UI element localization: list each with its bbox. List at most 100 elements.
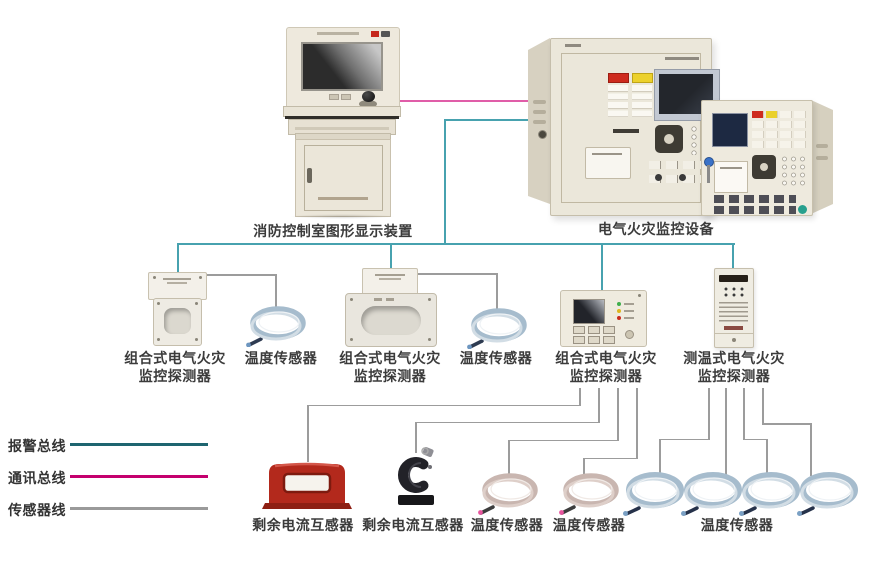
legend-row-sensor-line: 传感器线 xyxy=(0,500,220,518)
brand-logo xyxy=(613,129,639,133)
temperature-sensor-cable xyxy=(795,470,859,516)
cable-hole xyxy=(361,306,421,335)
vent-slot xyxy=(533,100,546,104)
vent-slot xyxy=(816,156,828,160)
console-desk-groove xyxy=(285,116,399,119)
sensor-wire xyxy=(496,273,498,314)
coil-icon xyxy=(623,472,684,516)
combined-detector-3 xyxy=(560,290,647,347)
console-label: 消防控制室图形显示装置 xyxy=(253,223,413,239)
temperature-sensor-cable xyxy=(466,307,528,350)
nav-pad-center xyxy=(664,134,674,144)
temperature-sensor-cable xyxy=(737,470,801,516)
sensor-label: 温度传感器 xyxy=(700,517,774,533)
printer-module xyxy=(714,161,748,193)
residual-current-transformer-red xyxy=(261,459,353,511)
electrical-fire-monitor-panel-secondary xyxy=(701,96,835,218)
sensor-wire xyxy=(508,439,618,441)
legend-label: 传感器线 xyxy=(8,502,66,518)
sensor-wire xyxy=(598,388,600,423)
spec-text-block xyxy=(719,302,748,323)
fire-indicator xyxy=(752,111,763,118)
panel-side-face xyxy=(528,38,550,204)
electrical-fire-monitor-panel-main xyxy=(528,38,720,218)
led-label-bar xyxy=(624,310,634,312)
screw xyxy=(199,276,202,279)
combined-detector-2 xyxy=(345,268,437,347)
panel-lcd-screen xyxy=(712,113,748,147)
screw xyxy=(638,294,641,297)
detector-label: 组合式电气火灾 监控探测器 xyxy=(124,350,226,384)
function-button-row xyxy=(649,161,719,169)
sensor-wire xyxy=(205,274,277,276)
screw xyxy=(350,298,353,301)
printer-module xyxy=(585,147,631,179)
coil-icon xyxy=(797,472,858,516)
console-shadow xyxy=(289,214,395,219)
screw xyxy=(350,338,353,341)
alarm-bus-drop xyxy=(390,243,392,274)
sensor-wire xyxy=(415,421,599,423)
label-text-bar xyxy=(163,278,191,280)
legend-row-comm-bus: 通讯总线 xyxy=(0,468,220,486)
led-yellow xyxy=(617,309,621,313)
detector-label: 组合式电气火灾 监控探测器 xyxy=(555,350,657,384)
printer-slot xyxy=(592,153,622,155)
terminal-slot xyxy=(719,275,748,282)
thermal-detector xyxy=(714,268,754,348)
sensor-wire xyxy=(508,440,510,474)
console-monitor xyxy=(286,27,400,109)
red-transformer-icon xyxy=(262,462,352,509)
sensor-wire xyxy=(810,423,812,476)
sensor-wire xyxy=(579,388,581,406)
console-title-text xyxy=(317,32,359,35)
door-handle xyxy=(307,168,312,183)
detector-button xyxy=(603,326,615,334)
fault-indicator xyxy=(766,111,777,118)
monitor-equipment-label: 电气火灾监控设备 xyxy=(598,221,714,237)
detector-terminal-box xyxy=(148,272,207,300)
temperature-sensor-cable xyxy=(477,471,539,515)
sensor-wire xyxy=(307,405,309,462)
detector-button xyxy=(603,336,615,344)
screw xyxy=(195,302,198,305)
fault-indicator xyxy=(632,73,653,83)
console-screen xyxy=(301,42,383,91)
sensor-wire xyxy=(415,422,417,453)
led-label-bar xyxy=(624,317,634,319)
sensor-wire xyxy=(766,439,768,476)
detector-label: 测温式电气火灾 监控探测器 xyxy=(683,350,785,384)
alarm-bus-drop xyxy=(601,243,603,292)
cabinet-brand-text xyxy=(318,197,368,200)
knob-button xyxy=(655,174,662,181)
key-shaft xyxy=(707,165,710,183)
sensor-wire xyxy=(762,388,764,424)
sensor-wire xyxy=(659,439,661,476)
temperature-sensor-cable xyxy=(621,470,685,516)
label-text-bar xyxy=(379,278,401,280)
sensor-wire xyxy=(725,388,727,477)
confirm-button xyxy=(798,205,807,214)
label-text-bar xyxy=(374,298,382,301)
led-red xyxy=(617,316,621,320)
indicator-column xyxy=(608,85,628,119)
screw xyxy=(428,338,431,341)
vent-slot xyxy=(533,120,546,124)
nav-pad xyxy=(655,125,683,153)
tray-slot xyxy=(295,127,389,130)
brand-logo xyxy=(724,326,743,330)
coil-icon xyxy=(739,472,800,516)
detector-label: 组合式电气火灾 监控探测器 xyxy=(339,350,441,384)
vent-slot xyxy=(816,144,828,148)
detector-button xyxy=(588,336,600,344)
sensor-wire xyxy=(583,458,585,475)
printer-slot xyxy=(720,167,742,169)
panel-lcd-frame xyxy=(654,69,720,121)
alarm-bus-drop xyxy=(732,243,734,271)
sensor-label: 温度传感器 xyxy=(552,517,626,533)
console-button xyxy=(329,94,339,100)
trackball-base xyxy=(359,100,377,108)
detector-screen xyxy=(573,299,605,324)
nav-pad-center xyxy=(760,163,768,171)
cable-hole xyxy=(164,308,191,334)
